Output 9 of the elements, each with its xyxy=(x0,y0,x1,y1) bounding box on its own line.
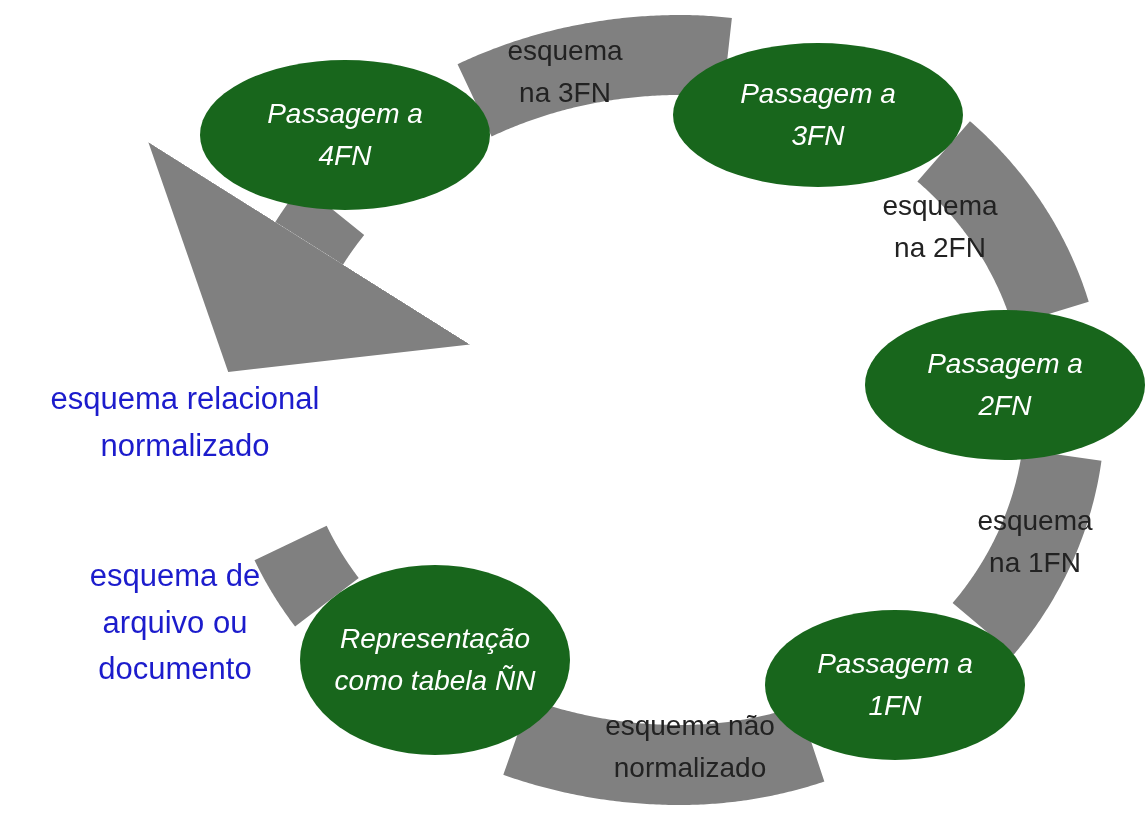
node-label: Representação como tabela ÑN xyxy=(333,622,537,698)
node-label: Passagem a 3FN xyxy=(739,77,897,153)
text-label: esquema relacional normalizado xyxy=(0,375,370,470)
node-label: Passagem a 4FN xyxy=(266,97,424,173)
edge-label: esquema na 3FN xyxy=(506,34,624,110)
node-label: Passagem a 2FN xyxy=(926,347,1084,423)
node-label: Passagem a 1FN xyxy=(816,647,974,723)
ring-arrow-segment xyxy=(148,142,470,372)
text-label: esquema de arquivo ou documento xyxy=(88,557,262,688)
